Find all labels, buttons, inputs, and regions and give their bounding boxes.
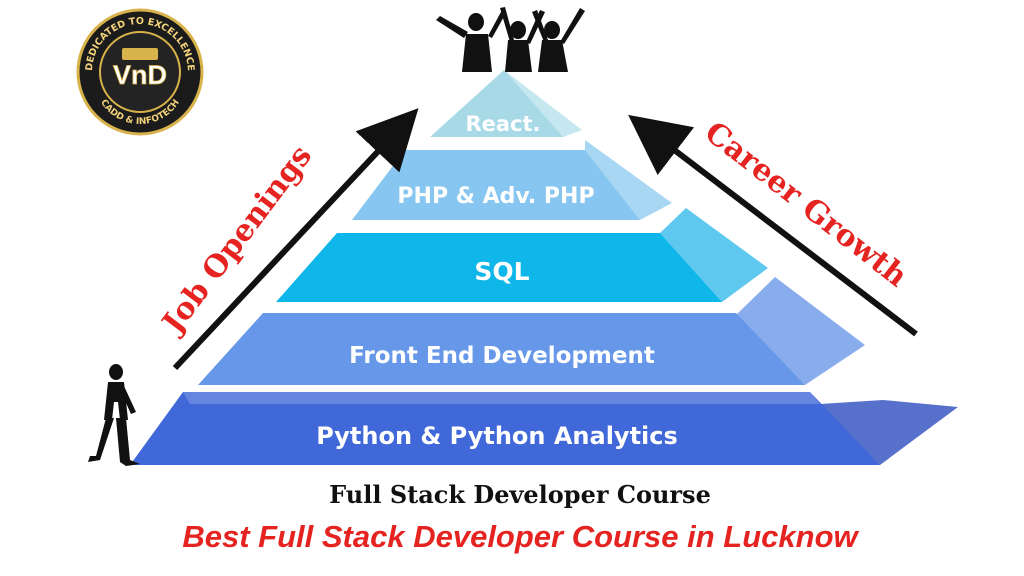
career-growth-arrow bbox=[628, 114, 918, 337]
course-title: Full Stack Developer Course bbox=[329, 480, 711, 509]
celebrating-people-icon bbox=[436, 7, 585, 72]
pyramid-tier-react: React. bbox=[430, 70, 582, 137]
pyramid-tier-sql: SQL bbox=[276, 208, 768, 302]
tier-label-python: Python & Python Analytics bbox=[316, 422, 678, 450]
logo-brand-text: VnD bbox=[113, 60, 167, 90]
pyramid: Python & Python Analytics Front End Deve… bbox=[130, 70, 958, 465]
tier-label-frontend: Front End Development bbox=[349, 343, 655, 369]
pyramid-tier-python: Python & Python Analytics bbox=[130, 392, 958, 465]
pyramid-tier-frontend: Front End Development bbox=[198, 277, 865, 385]
job-openings-arrow bbox=[172, 108, 419, 371]
pyramid-tier-php: PHP & Adv. PHP bbox=[352, 140, 672, 220]
tier-label-sql: SQL bbox=[474, 257, 529, 286]
tier-label-php: PHP & Adv. PHP bbox=[397, 184, 594, 209]
course-tagline: Best Full Stack Developer Course in Luck… bbox=[182, 519, 858, 554]
vnd-logo: DEDICATED TO EXCELLENCE CADD & INFOTECH … bbox=[76, 8, 204, 136]
walking-man-icon bbox=[88, 364, 140, 466]
book-icon bbox=[122, 48, 158, 60]
tier-label-react: React. bbox=[465, 112, 540, 136]
